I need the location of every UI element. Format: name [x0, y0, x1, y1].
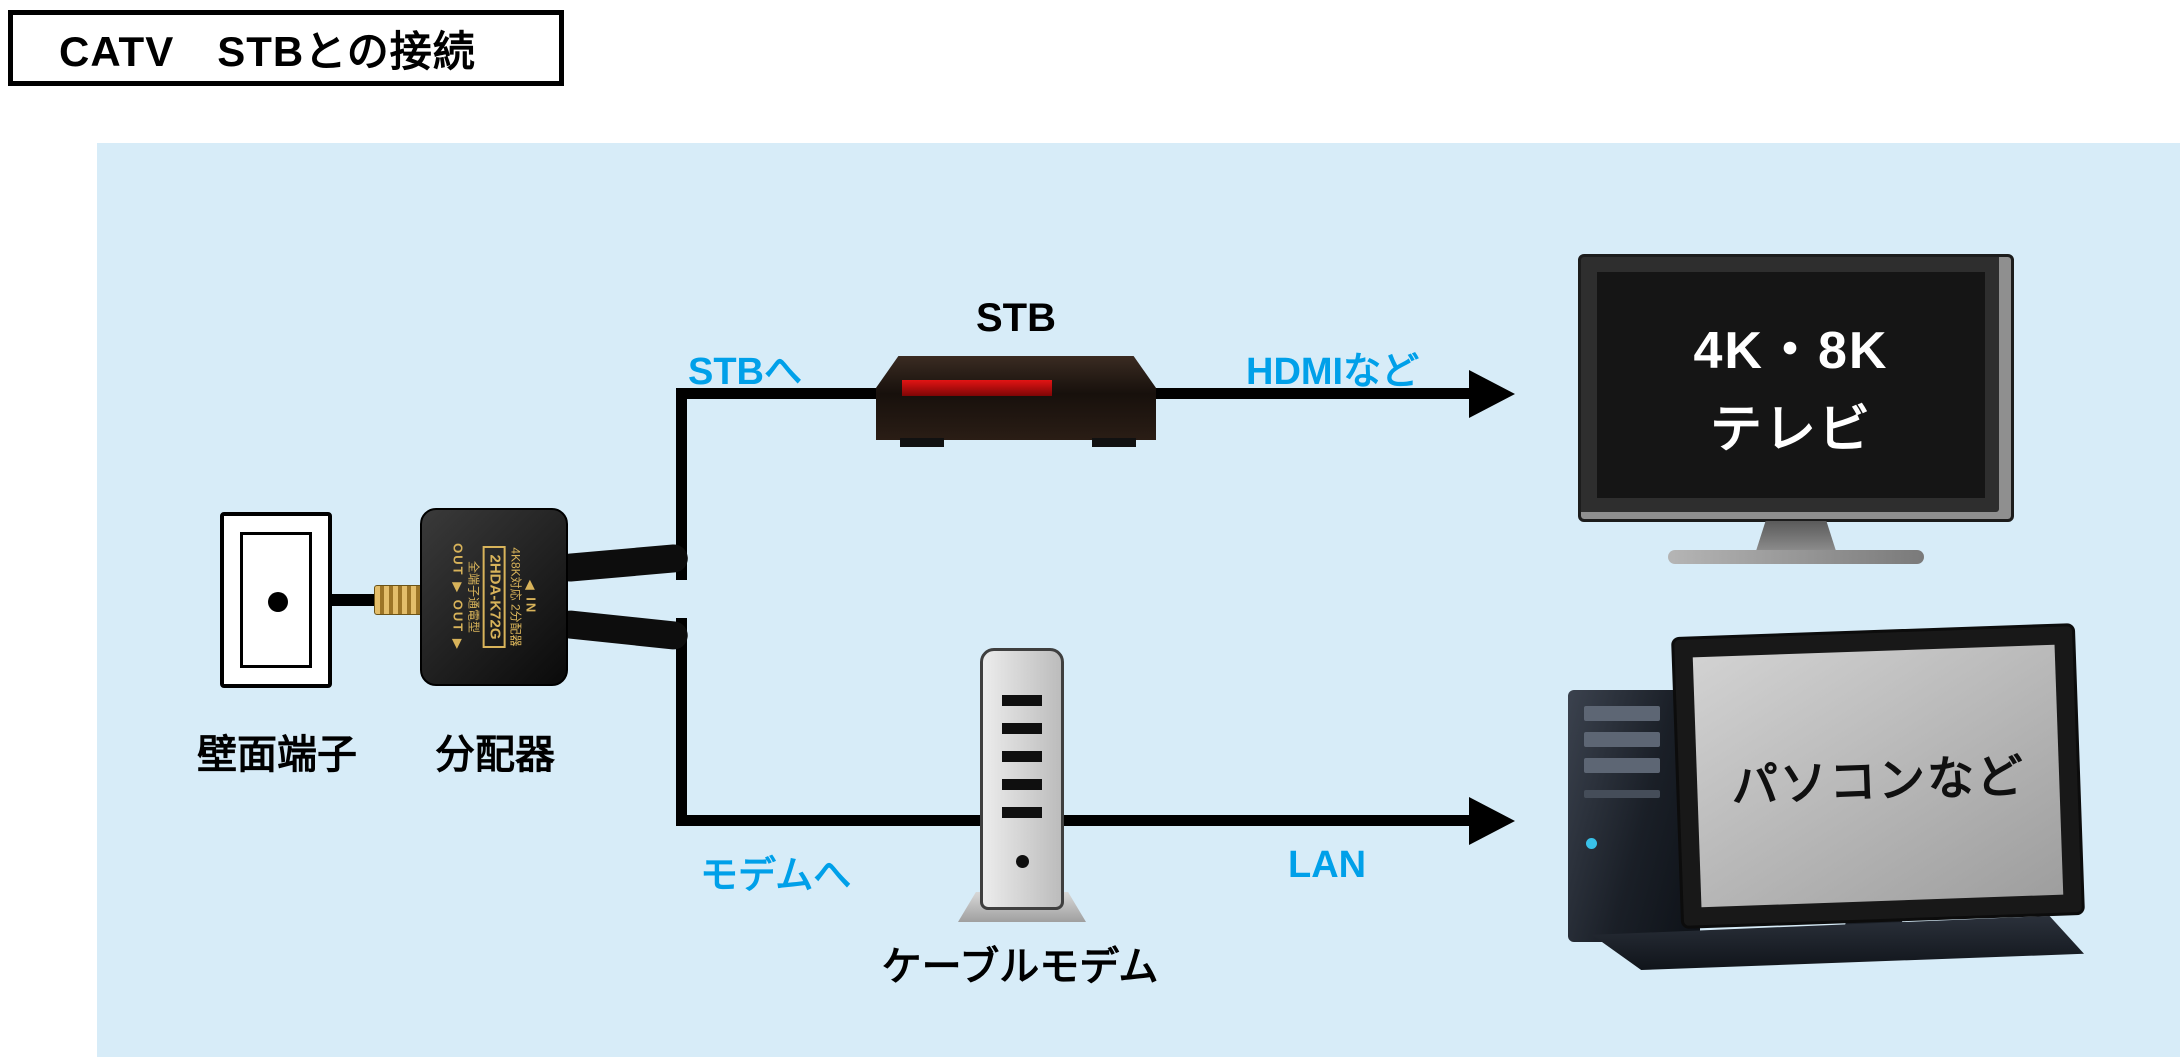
to-modem-cable-label: モデムへ	[700, 855, 852, 897]
splitter-markings: ◀ IN 4K8K対応 2分配器 2HDA-K72G 全端子通電型 OUT ▶ …	[449, 511, 539, 683]
tv-text-line1: 4K・8K	[1693, 322, 1889, 380]
pc-disc-slot	[1584, 790, 1660, 798]
splitter-model-marking: 2HDA-K72G	[482, 546, 506, 648]
stb-foot	[1092, 438, 1136, 447]
modem-vent-slot	[1002, 723, 1042, 734]
coax-jack-icon	[268, 592, 288, 612]
pc-drive-bay	[1584, 732, 1660, 747]
modem-led-icon	[1016, 855, 1029, 868]
arrowhead-to-tv-icon	[1469, 370, 1515, 418]
pc-monitor: パソコンなど	[1671, 623, 2085, 929]
wall-terminal-frame	[240, 532, 312, 668]
tv-stand-neck	[1756, 521, 1836, 551]
lan-cable-label: LAN	[1288, 844, 1367, 886]
line-modem-to-pc-horizontal	[676, 815, 1470, 826]
modem-vent-slot	[1002, 695, 1042, 706]
tv-stand-base	[1668, 550, 1924, 564]
line-splitter-to-stb-vertical	[676, 388, 687, 580]
pc-drive-bay	[1584, 706, 1660, 721]
splitter-input-connector	[374, 585, 426, 615]
splitter-device: ◀ IN 4K8K対応 2分配器 2HDA-K72G 全端子通電型 OUT ▶ …	[420, 508, 568, 686]
hdmi-cable-label: HDMIなど	[1246, 351, 1420, 393]
pc-power-led-icon	[1586, 838, 1597, 849]
splitter-note-marking: 全端子通電型	[466, 560, 481, 633]
pc-screen-text: パソコンなど	[1730, 748, 2026, 812]
splitter-out-marking: OUT ▶ OUT ▶	[450, 543, 466, 651]
cable-modem-device	[980, 648, 1064, 910]
tv-screen: 4K・8K テレビ	[1597, 272, 1985, 498]
arrowhead-to-pc-icon	[1469, 797, 1515, 845]
modem-vent-slot	[1002, 751, 1042, 762]
wall-terminal	[220, 512, 332, 688]
stb-indicator-stripe	[902, 380, 1052, 396]
tv-device: 4K・8K テレビ	[1578, 254, 2014, 522]
line-splitter-to-modem-vertical	[676, 618, 687, 826]
modem-vent-slot	[1002, 779, 1042, 790]
to-stb-cable-label: STBへ	[688, 351, 803, 393]
pc-screen: パソコンなど	[1692, 644, 2064, 908]
page-title: CATV STBとの接続	[8, 10, 564, 86]
stb-device-label: STB	[976, 296, 1056, 340]
splitter-type-marking: 4K8K対応 2分配器	[508, 547, 523, 647]
wall-terminal-label: 壁面端子	[197, 733, 357, 777]
stb-foot	[900, 438, 944, 447]
pc-drive-bay	[1584, 758, 1660, 773]
stb-device	[876, 356, 1156, 440]
cable-modem-label: ケーブルモデム	[881, 945, 1159, 989]
modem-vent-slot	[1002, 807, 1042, 818]
splitter-label: 分配器	[435, 733, 555, 777]
splitter-in-marking: ◀ IN	[523, 579, 539, 615]
tv-text-line2: テレビ	[1709, 401, 1872, 459]
